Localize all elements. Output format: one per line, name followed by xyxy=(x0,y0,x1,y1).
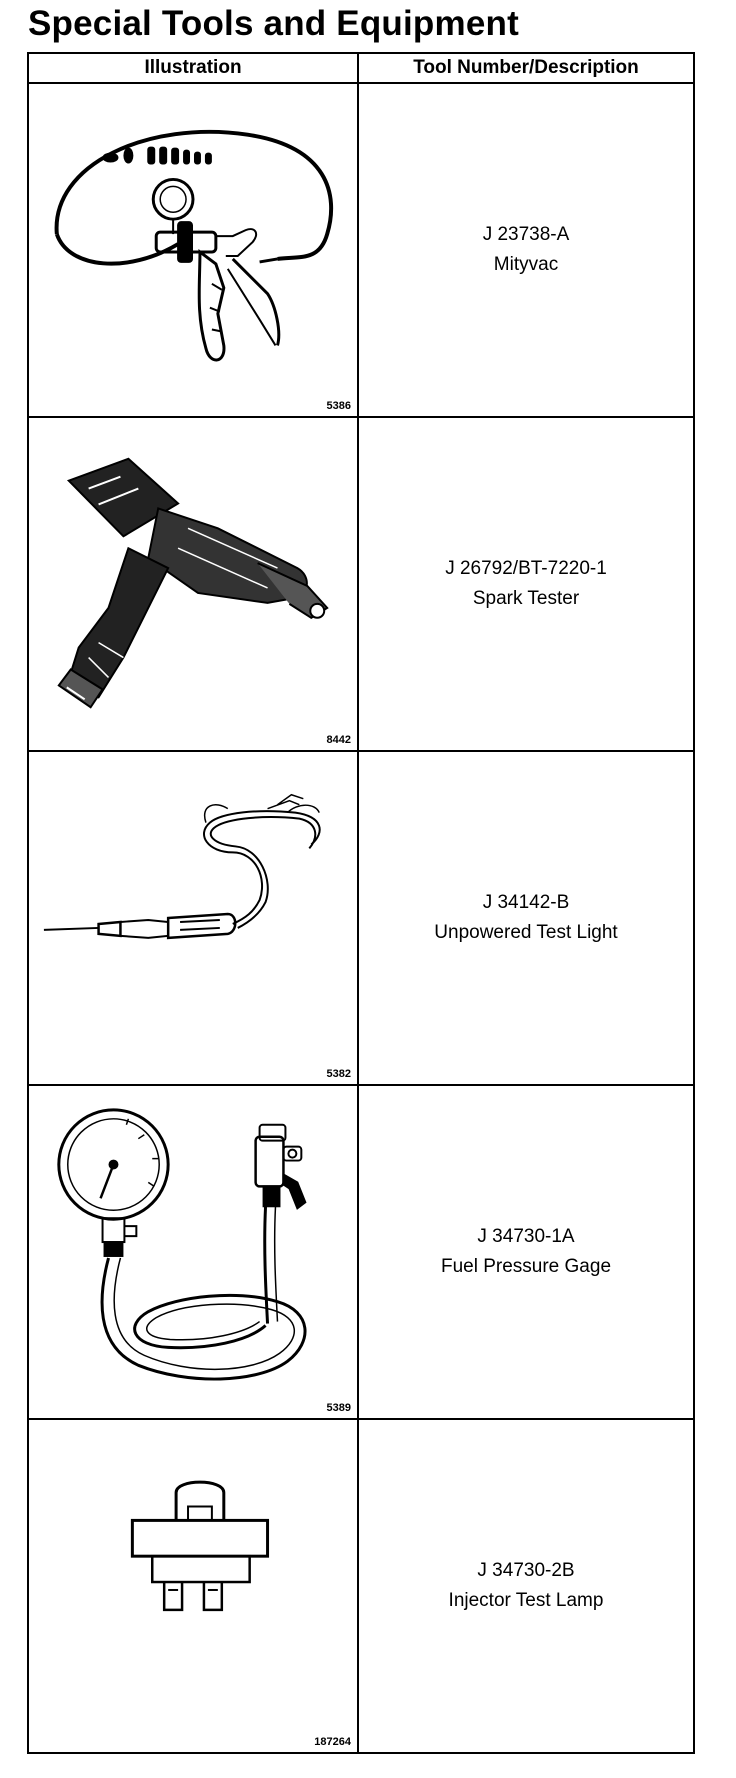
vacuum-pump-illustration xyxy=(54,129,334,362)
tool-name: Fuel Pressure Gage xyxy=(440,1256,612,1277)
test-light-illustration xyxy=(43,793,321,940)
illustration-cell: 187264 xyxy=(27,1418,359,1754)
tools-table: Illustration Tool Number/Description xyxy=(27,52,695,1754)
tool-name: Spark Tester xyxy=(472,588,580,609)
tool-name: Mityvac xyxy=(493,254,559,275)
table-row: 8442 J 26792/BT-7220-1 Spark Tester xyxy=(27,416,695,752)
test-lamp-illustration xyxy=(130,1480,270,1612)
table-header-row: Illustration Tool Number/Description xyxy=(27,52,695,84)
figure-number: 5382 xyxy=(326,1068,351,1080)
tool-name: Injector Test Lamp xyxy=(448,1590,604,1611)
tool-number: J 34142-B xyxy=(482,892,570,913)
illustration-cell: 5382 xyxy=(27,750,359,1086)
tool-description-cell: J 34142-B Unpowered Test Light xyxy=(357,750,695,1086)
spark-tester-illustration xyxy=(57,457,329,709)
table-row: 5386 J 23738-A Mityvac xyxy=(27,82,695,418)
figure-number: 5389 xyxy=(326,1402,351,1414)
figure-number: 187264 xyxy=(314,1736,351,1748)
tool-description-cell: J 34730-2B Injector Test Lamp xyxy=(357,1418,695,1754)
table-row: 5382 J 34142-B Unpowered Test Light xyxy=(27,750,695,1086)
tool-number: J 23738-A xyxy=(482,224,570,245)
illustration-cell: 8442 xyxy=(27,416,359,752)
tool-description-cell: J 34730-1A Fuel Pressure Gage xyxy=(357,1084,695,1420)
page-title: Special Tools and Equipment xyxy=(28,4,519,43)
tool-description-cell: J 23738-A Mityvac xyxy=(357,82,695,418)
tool-number: J 34730-2B xyxy=(477,1560,575,1581)
illustration-cell: 5389 xyxy=(27,1084,359,1420)
column-header-tool: Tool Number/Description xyxy=(357,52,695,84)
tool-description-cell: J 26792/BT-7220-1 Spark Tester xyxy=(357,416,695,752)
tool-name: Unpowered Test Light xyxy=(434,922,618,943)
tool-number: J 34730-1A xyxy=(477,1226,575,1247)
figure-number: 5386 xyxy=(326,400,351,412)
table-row: 5389 J 34730-1A Fuel Pressure Gage xyxy=(27,1084,695,1420)
figure-number: 8442 xyxy=(326,734,351,746)
pressure-gauge-illustration xyxy=(57,1108,307,1381)
table-row: 187264 J 34730-2B Injector Test Lamp xyxy=(27,1418,695,1754)
column-header-illustration: Illustration xyxy=(27,52,359,84)
illustration-cell: 5386 xyxy=(27,82,359,418)
tool-number: J 26792/BT-7220-1 xyxy=(445,558,607,579)
